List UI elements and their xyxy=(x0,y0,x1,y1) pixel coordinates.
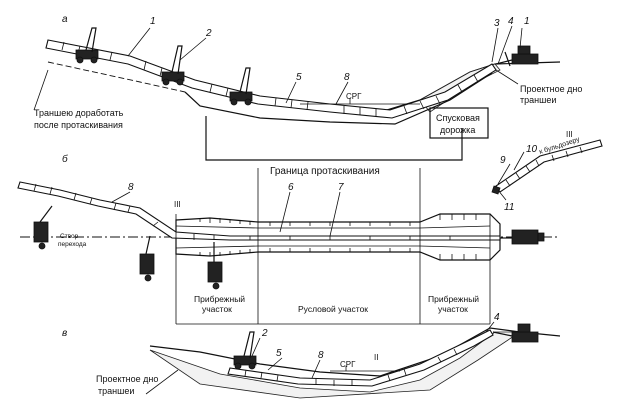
label-crossing-axis-2: перехода xyxy=(58,241,87,248)
num-c-8: 8 xyxy=(318,350,324,361)
num-a-2: 2 xyxy=(205,28,212,39)
pipelayer-1-b xyxy=(33,205,53,250)
num-a-1: 1 xyxy=(524,16,530,27)
label-trench-rework: Траншею доработать xyxy=(34,108,124,118)
num-a-3: 3 xyxy=(494,18,500,29)
launch-track-box xyxy=(429,107,489,139)
pipe-joints-b xyxy=(33,183,451,240)
label-trench-a: траншеи xyxy=(520,95,556,105)
bulldozer-c xyxy=(492,323,539,343)
leaders-a xyxy=(127,25,523,105)
ground-line-c xyxy=(149,327,561,377)
panel-letter-c: в xyxy=(62,328,67,339)
num-b-10: 10 xyxy=(526,144,538,155)
trench-bottom-a xyxy=(184,72,493,125)
label-trench-c: траншеи xyxy=(98,386,134,396)
trench-plan-outline xyxy=(175,213,501,261)
leaders-b xyxy=(111,151,525,237)
slope-hatching-b xyxy=(199,214,477,260)
num-b-8: 8 xyxy=(128,182,134,193)
pipe-string-a xyxy=(45,39,497,119)
label-shore-right-1: Прибрежный xyxy=(428,294,479,304)
pipelayer-c xyxy=(233,331,257,370)
label-pull-border: Граница протаскивания xyxy=(270,166,380,177)
pipe-string-b xyxy=(17,181,501,241)
pull-border-bracket xyxy=(205,116,463,161)
num-a-5: 5 xyxy=(296,72,302,83)
pipelayer-3-b xyxy=(207,242,223,290)
leaders-a2 xyxy=(33,69,519,111)
label-shore-left-2: участок xyxy=(202,304,232,314)
num-a-8: 8 xyxy=(344,72,350,83)
panel-c xyxy=(145,321,561,399)
num-c-2: 2 xyxy=(261,328,268,339)
num-b-7: 7 xyxy=(338,182,344,193)
num-c-5: 5 xyxy=(276,348,282,359)
label-launch-1: Спусковая xyxy=(436,113,480,123)
pipelayer-1-a xyxy=(75,27,99,64)
panel-b xyxy=(17,139,603,325)
section-dividers-b xyxy=(175,168,491,325)
leaders-c xyxy=(145,321,495,395)
pipe-joints-c xyxy=(244,348,458,386)
label-shore-right-2: участок xyxy=(438,304,468,314)
pipelayer-2-b xyxy=(139,235,155,282)
pipelayer-3-a xyxy=(229,67,253,106)
trench-plan-inner xyxy=(175,225,491,249)
panel-a xyxy=(33,25,561,161)
label-roman-III-a: III xyxy=(566,130,573,139)
label-roman-III-b: III xyxy=(174,200,181,209)
label-crossing-axis-1: Створ xyxy=(60,233,79,240)
bulldozer-b xyxy=(500,229,545,245)
num-a-1-top: 1 xyxy=(150,16,156,27)
label-roman-II: II xyxy=(374,353,378,362)
num-b-6: 6 xyxy=(288,182,294,193)
bulldozer-a xyxy=(495,45,539,67)
trench-rework-dashed xyxy=(47,61,186,93)
panel-letter-b: б xyxy=(62,153,68,165)
label-shore-left-1: Прибрежный xyxy=(194,294,245,304)
num-b-11: 11 xyxy=(504,202,514,213)
label-design-bottom-c: Проектное дно xyxy=(96,374,158,384)
label-design-bottom-a: Проектное дно xyxy=(520,84,582,94)
label-srg-a: СРГ xyxy=(346,92,362,101)
label-srg-c: СРГ xyxy=(340,360,356,369)
label-launch-2: дорожка xyxy=(440,125,475,135)
label-after-pulling: после протаскивания xyxy=(34,120,123,130)
pipelayer-2-a xyxy=(161,45,185,86)
num-a-4: 4 xyxy=(508,16,514,27)
panel-letter-a: а xyxy=(62,14,68,25)
num-b-9: 9 xyxy=(500,155,506,166)
label-channel: Русловой участок xyxy=(298,304,368,314)
num-c-4: 4 xyxy=(494,312,500,323)
pipe-string-c xyxy=(227,329,494,387)
